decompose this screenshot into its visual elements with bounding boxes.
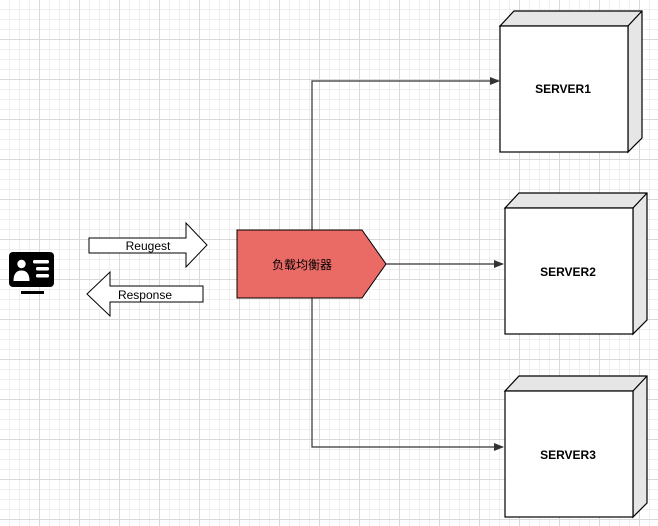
server-2: SERVER2 bbox=[503, 192, 648, 336]
server-3: SERVER3 bbox=[503, 375, 648, 519]
server-3-label: SERVER3 bbox=[540, 448, 596, 462]
connector-server3 bbox=[311, 298, 504, 451]
load-balancer-label: 负载均衡器 bbox=[272, 258, 332, 272]
server-2-label: SERVER2 bbox=[540, 265, 596, 279]
load-balancer-shape bbox=[236, 229, 387, 299]
response-arrow: Response bbox=[86, 270, 204, 318]
request-arrow: Reugest bbox=[88, 221, 208, 269]
load-balancer: 负载均衡器 bbox=[236, 229, 387, 299]
server-1: SERVER1 bbox=[498, 10, 643, 154]
request-label: Reugest bbox=[126, 239, 171, 253]
server-1-label: SERVER1 bbox=[535, 82, 591, 96]
response-label: Response bbox=[118, 288, 172, 302]
connectors bbox=[311, 77, 504, 451]
client-icon bbox=[9, 252, 54, 294]
connector-server1 bbox=[311, 77, 500, 230]
